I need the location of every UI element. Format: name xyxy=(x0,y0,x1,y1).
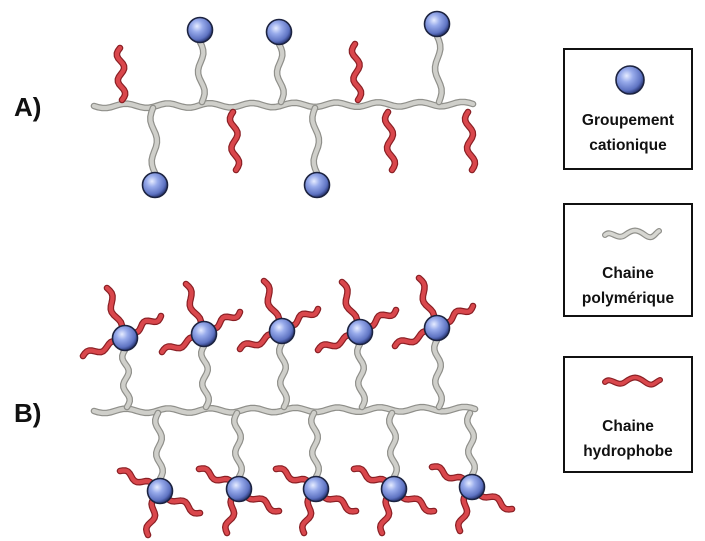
cationic-group-b-up-3 xyxy=(346,318,374,346)
cationic-group-b-up-4 xyxy=(423,314,451,342)
hydrophobic-b-up-1-c xyxy=(158,333,202,356)
cationic-arm-a-down-1 xyxy=(309,104,323,177)
cationic-arm-b-up-0 xyxy=(119,346,133,411)
hydrophobic-a-down-1 xyxy=(381,108,399,174)
legend-cationic-line1: Groupement xyxy=(581,112,675,129)
backbone-a xyxy=(90,98,477,112)
legend-hydrophobic-chain: Chaine hydrophobe xyxy=(563,356,693,473)
cationic-group-a-up-0 xyxy=(186,16,214,44)
cationic-arm-b-down-1 xyxy=(231,409,245,481)
cationic-arm-a-up-2 xyxy=(431,32,445,106)
hydrophobic-b-up-3-c xyxy=(314,331,358,354)
legend-cationic-line2: cationique xyxy=(589,137,667,154)
hydrophobic-b-down-3-c xyxy=(377,491,394,537)
hydrophobic-a-up-1 xyxy=(348,40,365,104)
cationic-arm-b-down-0 xyxy=(152,409,166,483)
hydrophobic-b-up-3-a xyxy=(338,278,361,330)
hydrophobic-b-up-4-a xyxy=(415,274,438,326)
hydrophobic-b-down-4-c xyxy=(455,489,472,535)
cationic-group-a-up-2 xyxy=(423,10,451,38)
cationic-arm-b-up-1 xyxy=(198,342,212,411)
hydrophobic-b-down-2-a xyxy=(272,465,314,489)
cationic-arm-a-down-0 xyxy=(147,104,161,177)
hydrophobic-b-up-0-b xyxy=(127,312,165,336)
hydrophobic-b-up-2-c xyxy=(236,330,280,353)
cationic-group-b-down-3 xyxy=(380,475,408,503)
hydrophobic-b-up-1-a xyxy=(182,280,205,332)
legend-polymer-chain: Chaine polymérique xyxy=(563,203,693,317)
polymer-chain-icon xyxy=(602,227,662,241)
cationic-group-a-up-1 xyxy=(265,18,293,46)
cationic-group-b-down-1 xyxy=(225,475,253,503)
legend-polymer-line2: polymérique xyxy=(581,290,675,307)
hydrophobic-b-down-0-b xyxy=(162,491,204,517)
hydrophobic-b-up-0-a xyxy=(103,284,126,336)
legend-hydrophobe-line2: hydrophobe xyxy=(583,443,673,460)
hydrophobic-b-up-1-b xyxy=(206,308,244,332)
cationic-groups xyxy=(111,10,486,505)
hydrophobic-b-up-2-b xyxy=(284,305,322,329)
cationic-group-b-up-0 xyxy=(111,324,139,352)
cationic-arm-b-down-2 xyxy=(308,409,322,481)
hydrophobic-b-down-4-a xyxy=(428,463,470,487)
hydrophobic-b-down-2-c xyxy=(299,491,316,537)
panel-label-b: B) xyxy=(14,398,42,428)
hydrophobic-b-down-3-a xyxy=(350,465,392,489)
hydrophobic-b-down-1-c xyxy=(222,491,239,537)
cationic-arm-b-up-2 xyxy=(276,339,290,411)
cationic-arm-b-up-4 xyxy=(431,336,445,411)
hydrophobic-a-up-0 xyxy=(113,44,129,104)
panel-label-a: A) xyxy=(14,92,42,122)
hydrophobic-a-down-2 xyxy=(461,108,479,174)
legend-polymer-line1: Chaine xyxy=(602,265,654,282)
cationic-arm-a-up-1 xyxy=(273,40,287,106)
hydrophobic-b-down-0-a xyxy=(116,467,158,491)
cationic-group-b-up-1 xyxy=(190,320,218,348)
cationic-group-b-down-2 xyxy=(302,475,330,503)
cationic-group-b-down-0 xyxy=(146,477,174,505)
cationic-group-a-down-0 xyxy=(141,171,169,199)
hydrophobic-chain-icon xyxy=(602,374,663,388)
hydrophobic-b-up-3-b xyxy=(362,306,400,330)
cationic-group-b-up-2 xyxy=(268,317,296,345)
legend-hydrophobe-line1: Chaine xyxy=(602,418,654,435)
hydrophobic-b-up-2-a xyxy=(260,277,283,329)
hydrophobic-b-down-4-b xyxy=(474,487,516,513)
hydrophobic-b-up-4-b xyxy=(439,302,477,326)
cationic-arm-b-up-3 xyxy=(354,340,368,411)
legend-cationic-group: Groupement cationique xyxy=(563,48,693,170)
hydrophobic-b-down-1-b xyxy=(241,489,283,515)
hydrophobic-chains xyxy=(79,40,516,539)
cationic-group-b-down-4 xyxy=(458,473,486,501)
hydrophobic-b-down-0-c xyxy=(143,493,160,539)
hydrophobic-b-up-0-c xyxy=(79,337,123,360)
cationic-arm-b-down-3 xyxy=(386,409,400,481)
hydrophobic-b-down-2-b xyxy=(318,489,360,515)
hydrophobic-a-down-0 xyxy=(226,108,243,174)
cationic-arm-a-up-0 xyxy=(194,38,208,106)
cationic-group-a-down-1 xyxy=(303,171,331,199)
hydrophobic-b-up-4-c xyxy=(391,327,435,350)
polymer-chains xyxy=(90,32,479,483)
cationic-arm-b-down-4 xyxy=(464,409,478,479)
hydrophobic-b-down-1-a xyxy=(195,465,237,489)
cationic-group-icon xyxy=(615,65,645,95)
hydrophobic-b-down-3-b xyxy=(396,489,438,515)
